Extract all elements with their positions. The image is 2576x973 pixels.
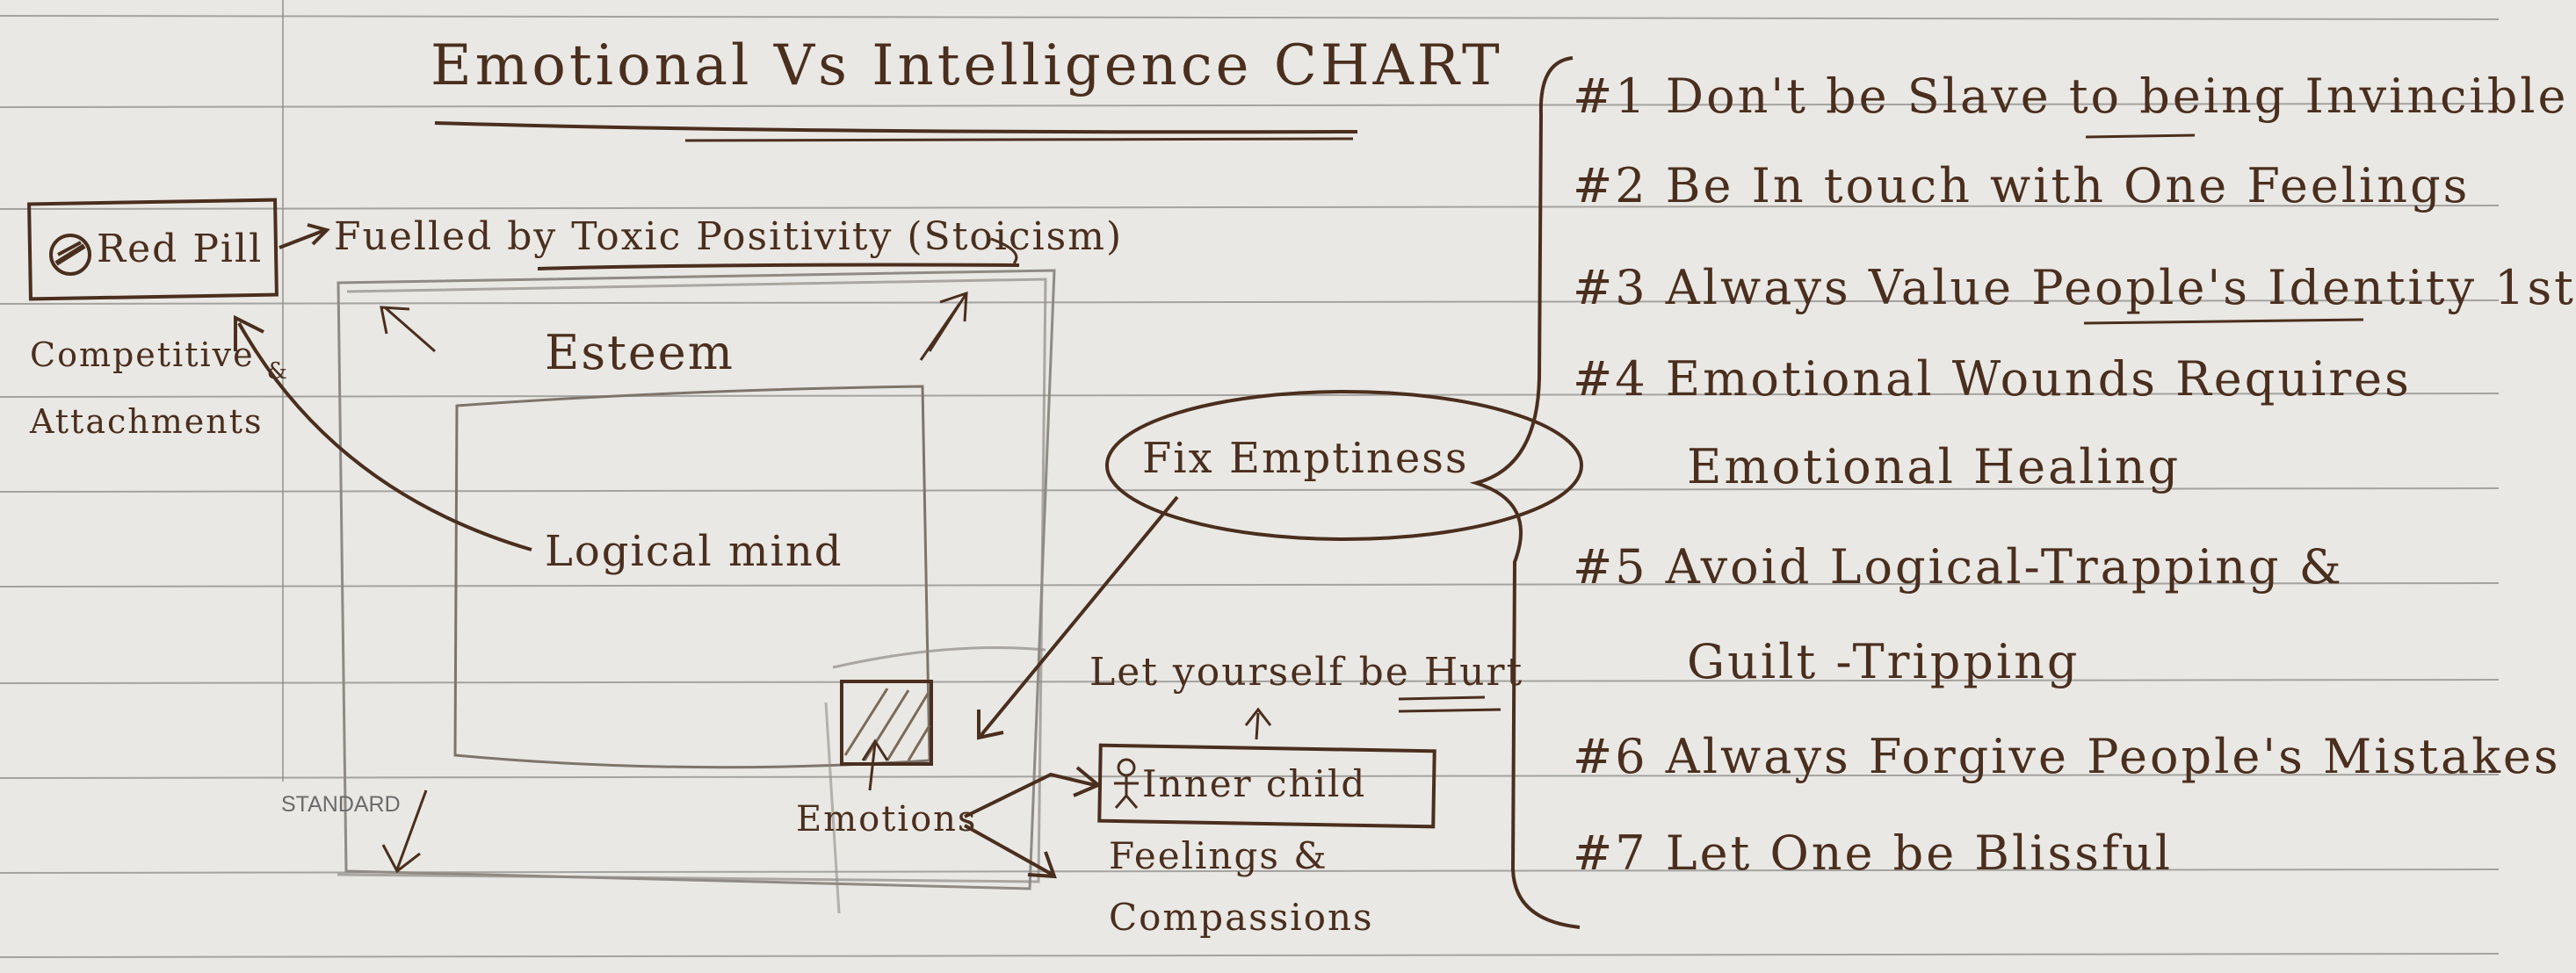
- standard-arrow: [381, 789, 428, 874]
- rule-6: #6 Always Forgive People's Mistakes: [1573, 729, 2561, 784]
- let-yourself-be-text: Let yourself be: [1089, 650, 1410, 695]
- arrow-pill-to-fuelled: [279, 223, 330, 249]
- fuelled-bracket: [990, 237, 1018, 264]
- fuelled-prefix: Fuelled by: [334, 214, 558, 259]
- fix-emptiness-label: Fix Emptiness: [1142, 434, 1469, 483]
- red-pill-label: Red Pill: [97, 227, 264, 271]
- rule-3: #3 Always Value People's Identity 1st: [1573, 260, 2576, 315]
- arrow-emptiness-to-box: [977, 495, 1179, 740]
- hurt-underline: [1398, 696, 1501, 713]
- inner-child-label: Inner child: [1142, 762, 1367, 805]
- right-bracket: [1469, 56, 1581, 929]
- esteem-label: Esteem: [545, 325, 734, 380]
- logical-mind-label: Logical mind: [545, 527, 843, 576]
- child-figure-icon: [1114, 758, 1139, 809]
- amp-text: &: [266, 358, 289, 385]
- feelings-label: Feelings &: [1109, 834, 1328, 877]
- being-underline: [2085, 133, 2196, 139]
- competitive-text: Competitive: [30, 335, 255, 374]
- standard-stamp: STANDARD: [281, 792, 401, 817]
- inner-child-box: [1097, 743, 1436, 829]
- fix-emptiness-ellipse: [1105, 390, 1583, 541]
- notebook-page: [0, 0, 2500, 958]
- emotions-label: Emotions: [796, 799, 978, 840]
- red-pill-box: [27, 198, 279, 301]
- emotions-box: [840, 680, 933, 766]
- toxic-positivity-underline: [537, 263, 1020, 270]
- arrow-up-to-hurt: [1244, 707, 1272, 740]
- rule-4: #4 Emotional Wounds Requires: [1573, 351, 2412, 407]
- rule-5: #5 Avoid Logical-Trapping &: [1573, 539, 2344, 595]
- identity-underline: [2083, 318, 2364, 325]
- emotions-hatch: [843, 688, 931, 761]
- stoicism-text: (Stoicism): [907, 214, 1124, 259]
- arrow-emotions-up: [861, 739, 889, 791]
- rule-4-continued: Emotional Healing: [1687, 439, 2182, 494]
- chart-title: Emotional Vs Intelligence CHART: [431, 33, 1503, 98]
- arrows-emotions-to-inner-child: [964, 766, 1102, 879]
- title-underline: [434, 121, 1358, 134]
- let-yourself-be-hurt-label: Let yourself be Hurt: [1089, 650, 1523, 695]
- rule-7: #7 Let One be Blissful: [1573, 825, 2173, 881]
- ruled-lines: [0, 15, 2500, 958]
- attachments-label: Attachments: [30, 402, 264, 441]
- hurt-text: Hurt: [1423, 650, 1524, 695]
- esteem-arrows: [380, 291, 968, 361]
- toxic-positivity-text: Toxic Positivity: [571, 214, 894, 259]
- title-underline-2: [684, 137, 1354, 142]
- competitive-label: Competitive &: [30, 335, 289, 385]
- rule-2: #2 Be In touch with One Feelings: [1573, 158, 2471, 213]
- pill-icon: [49, 234, 91, 276]
- compassions-label: Compassions: [1109, 896, 1374, 939]
- rule-1: #1 Don't be Slave to being Invincible: [1573, 68, 2569, 124]
- rule-5-continued: Guilt -Tripping: [1687, 634, 2080, 689]
- fuelled-by-label: Fuelled by Toxic Positivity (Stoicism): [334, 214, 1123, 259]
- arrow-logical-to-redpill: [234, 314, 532, 551]
